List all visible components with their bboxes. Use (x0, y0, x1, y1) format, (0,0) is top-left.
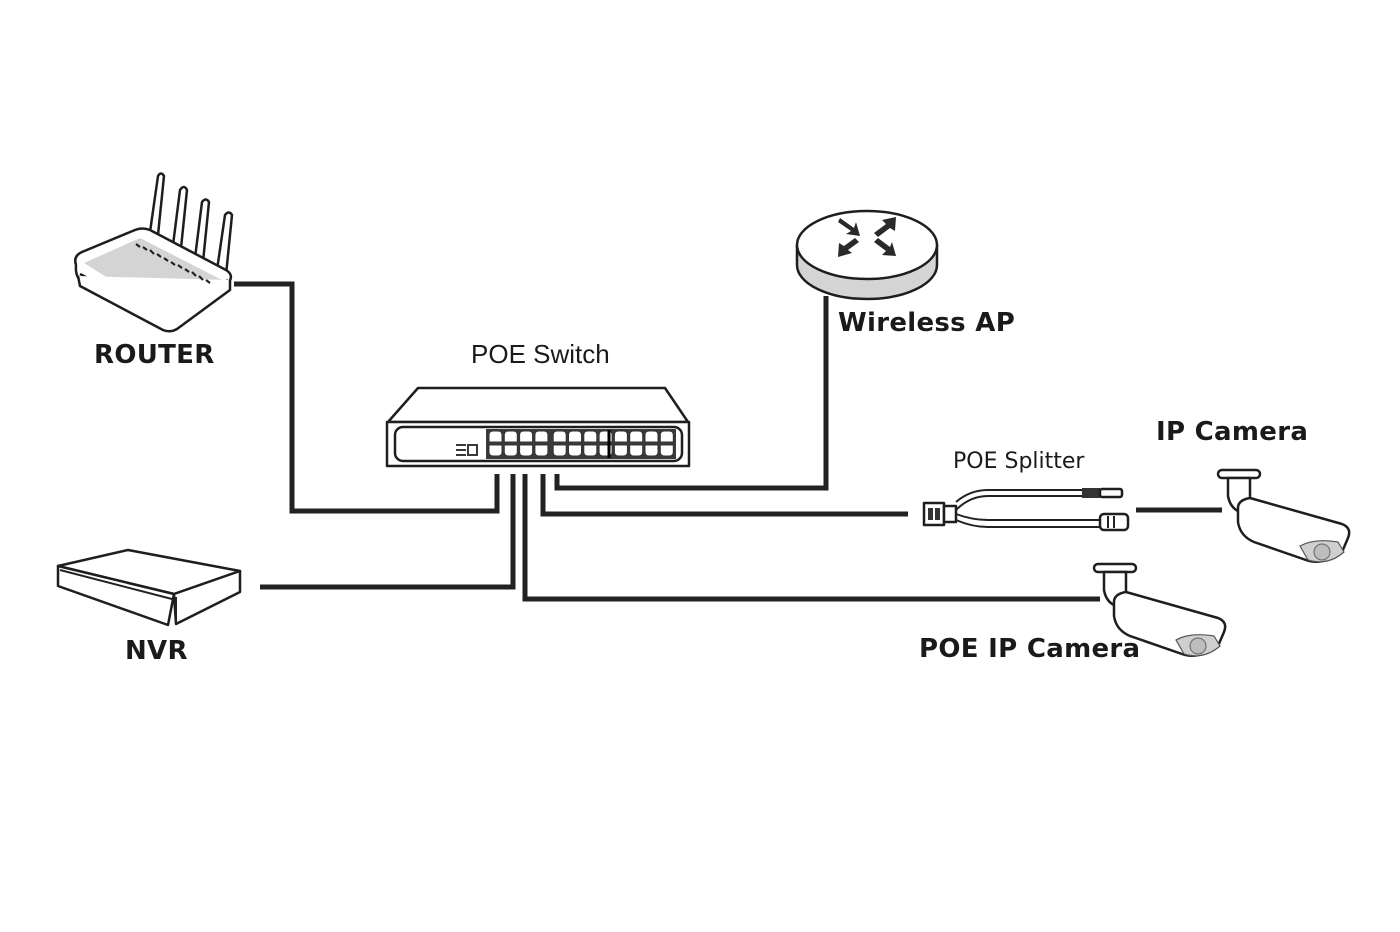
switch-port (583, 444, 598, 457)
switch-port (488, 430, 503, 443)
ip-camera-label: IP Camera (1156, 417, 1309, 447)
switch-port (659, 444, 674, 457)
switch-port (503, 430, 518, 443)
poe-splitter-label: POE Splitter (953, 449, 1085, 474)
switch-port (519, 444, 534, 457)
poe-splitter-icon (922, 487, 1130, 532)
switch-port (644, 430, 659, 443)
wire-nvr-switch (260, 474, 516, 590)
switch-port (568, 430, 582, 443)
wire-switch-splitter (540, 474, 908, 517)
switch-port (583, 430, 598, 443)
switch-port (488, 444, 503, 457)
switch-port (552, 444, 567, 457)
wire-switch-poe-ip-camera (522, 474, 1100, 602)
switch-port (503, 444, 518, 457)
router-label: ROUTER (94, 340, 215, 370)
poe-ip-camera-label: POE IP Camera (919, 634, 1141, 664)
router-icon (74, 172, 234, 333)
switch-ports (488, 430, 674, 457)
switch-port (629, 444, 644, 457)
connections (234, 281, 1222, 602)
wireless-ap-icon (795, 209, 939, 301)
switch-port (552, 430, 567, 443)
switch-port (519, 430, 534, 443)
ip-camera-icon (1216, 468, 1351, 563)
switch-port (659, 430, 674, 443)
switch-port (644, 444, 659, 457)
switch-port (534, 430, 549, 443)
wire-switch-wireless-ap (554, 296, 829, 491)
switch-port (568, 444, 582, 457)
switch-port (613, 430, 628, 443)
nvr-label: NVR (125, 636, 188, 666)
poe-switch-icon (385, 386, 691, 468)
switch-port (629, 430, 644, 443)
wire-router-switch (234, 281, 500, 514)
switch-port (534, 444, 549, 457)
poe-ip-camera-icon (1092, 562, 1227, 657)
poe-switch-label: POE Switch (471, 339, 610, 369)
switch-port (613, 444, 628, 457)
nvr-icon (56, 548, 242, 627)
wireless-ap-label: Wireless AP (838, 308, 1016, 338)
